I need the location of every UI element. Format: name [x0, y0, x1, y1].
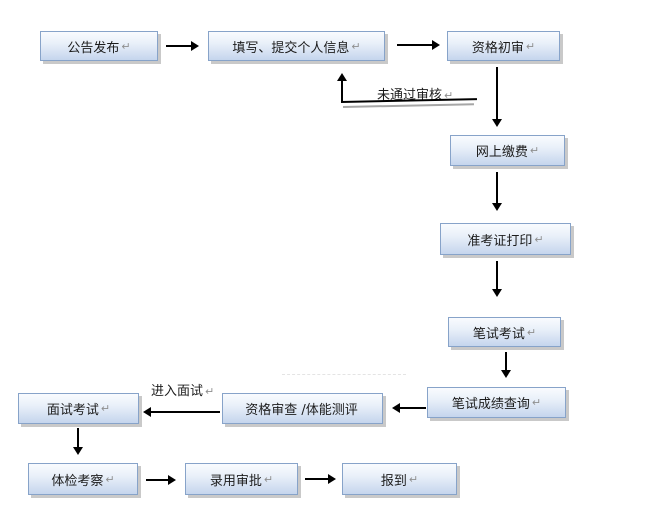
node-qualification-physical-test: 资格审查 /体能测评: [222, 393, 383, 424]
pilcrow-mark: ↵: [263, 472, 274, 486]
node-label: 笔试成绩查询: [451, 397, 530, 412]
node-interview-exam: 面试考试↵: [18, 393, 139, 424]
node-announcement: 公告发布↵: [40, 31, 158, 61]
pilcrow-mark: ↵: [534, 232, 544, 246]
pilcrow-mark: ↵: [351, 39, 361, 53]
pilcrow-mark: ↵: [105, 472, 115, 486]
faint-artifact-line: [282, 374, 406, 376]
pilcrow-mark: ↵: [529, 144, 540, 157]
node-label: 面试考试: [46, 403, 99, 418]
node-label: 资格初审: [471, 40, 524, 56]
node-preliminary-review: 资格初审↵: [447, 31, 560, 61]
edge-label-enter-interview: 进入面试↵: [151, 384, 215, 399]
node-label: 体检考察: [51, 473, 104, 489]
node-written-exam: 笔试考试↵: [448, 317, 561, 347]
node-fill-submit-info: 填写、提交个人信息↵: [208, 31, 385, 61]
pilcrow-mark: ↵: [526, 325, 537, 339]
pilcrow-mark: ↵: [205, 385, 215, 398]
pilcrow-mark: ↵: [444, 89, 454, 102]
node-online-payment: 网上缴费↵: [450, 135, 565, 166]
node-written-exam-score-query: 笔试成绩查询↵: [427, 387, 566, 418]
pilcrow-mark: ↵: [531, 396, 542, 409]
node-label: 填写、提交个人信息: [232, 40, 350, 56]
node-label: 资格审查 /体能测评: [245, 403, 358, 418]
node-label: 公告发布: [67, 40, 120, 56]
node-label: 网上缴费: [475, 145, 528, 160]
node-label: 准考证打印: [467, 233, 533, 249]
node-physical-check-inspection: 体检考察↵: [28, 463, 138, 495]
pilcrow-mark: ↵: [525, 39, 536, 53]
node-admission-ticket-print: 准考证打印↵: [440, 223, 571, 255]
node-label: 笔试考试: [472, 326, 525, 342]
node-label: 录用审批: [209, 473, 262, 489]
pilcrow-mark: ↵: [408, 472, 419, 486]
node-employment-approval: 录用审批↵: [185, 463, 298, 495]
pilcrow-mark: ↵: [121, 39, 131, 53]
node-report-for-duty: 报到↵: [342, 463, 457, 495]
node-label: 报到: [380, 473, 407, 489]
pilcrow-mark: ↵: [100, 402, 111, 415]
